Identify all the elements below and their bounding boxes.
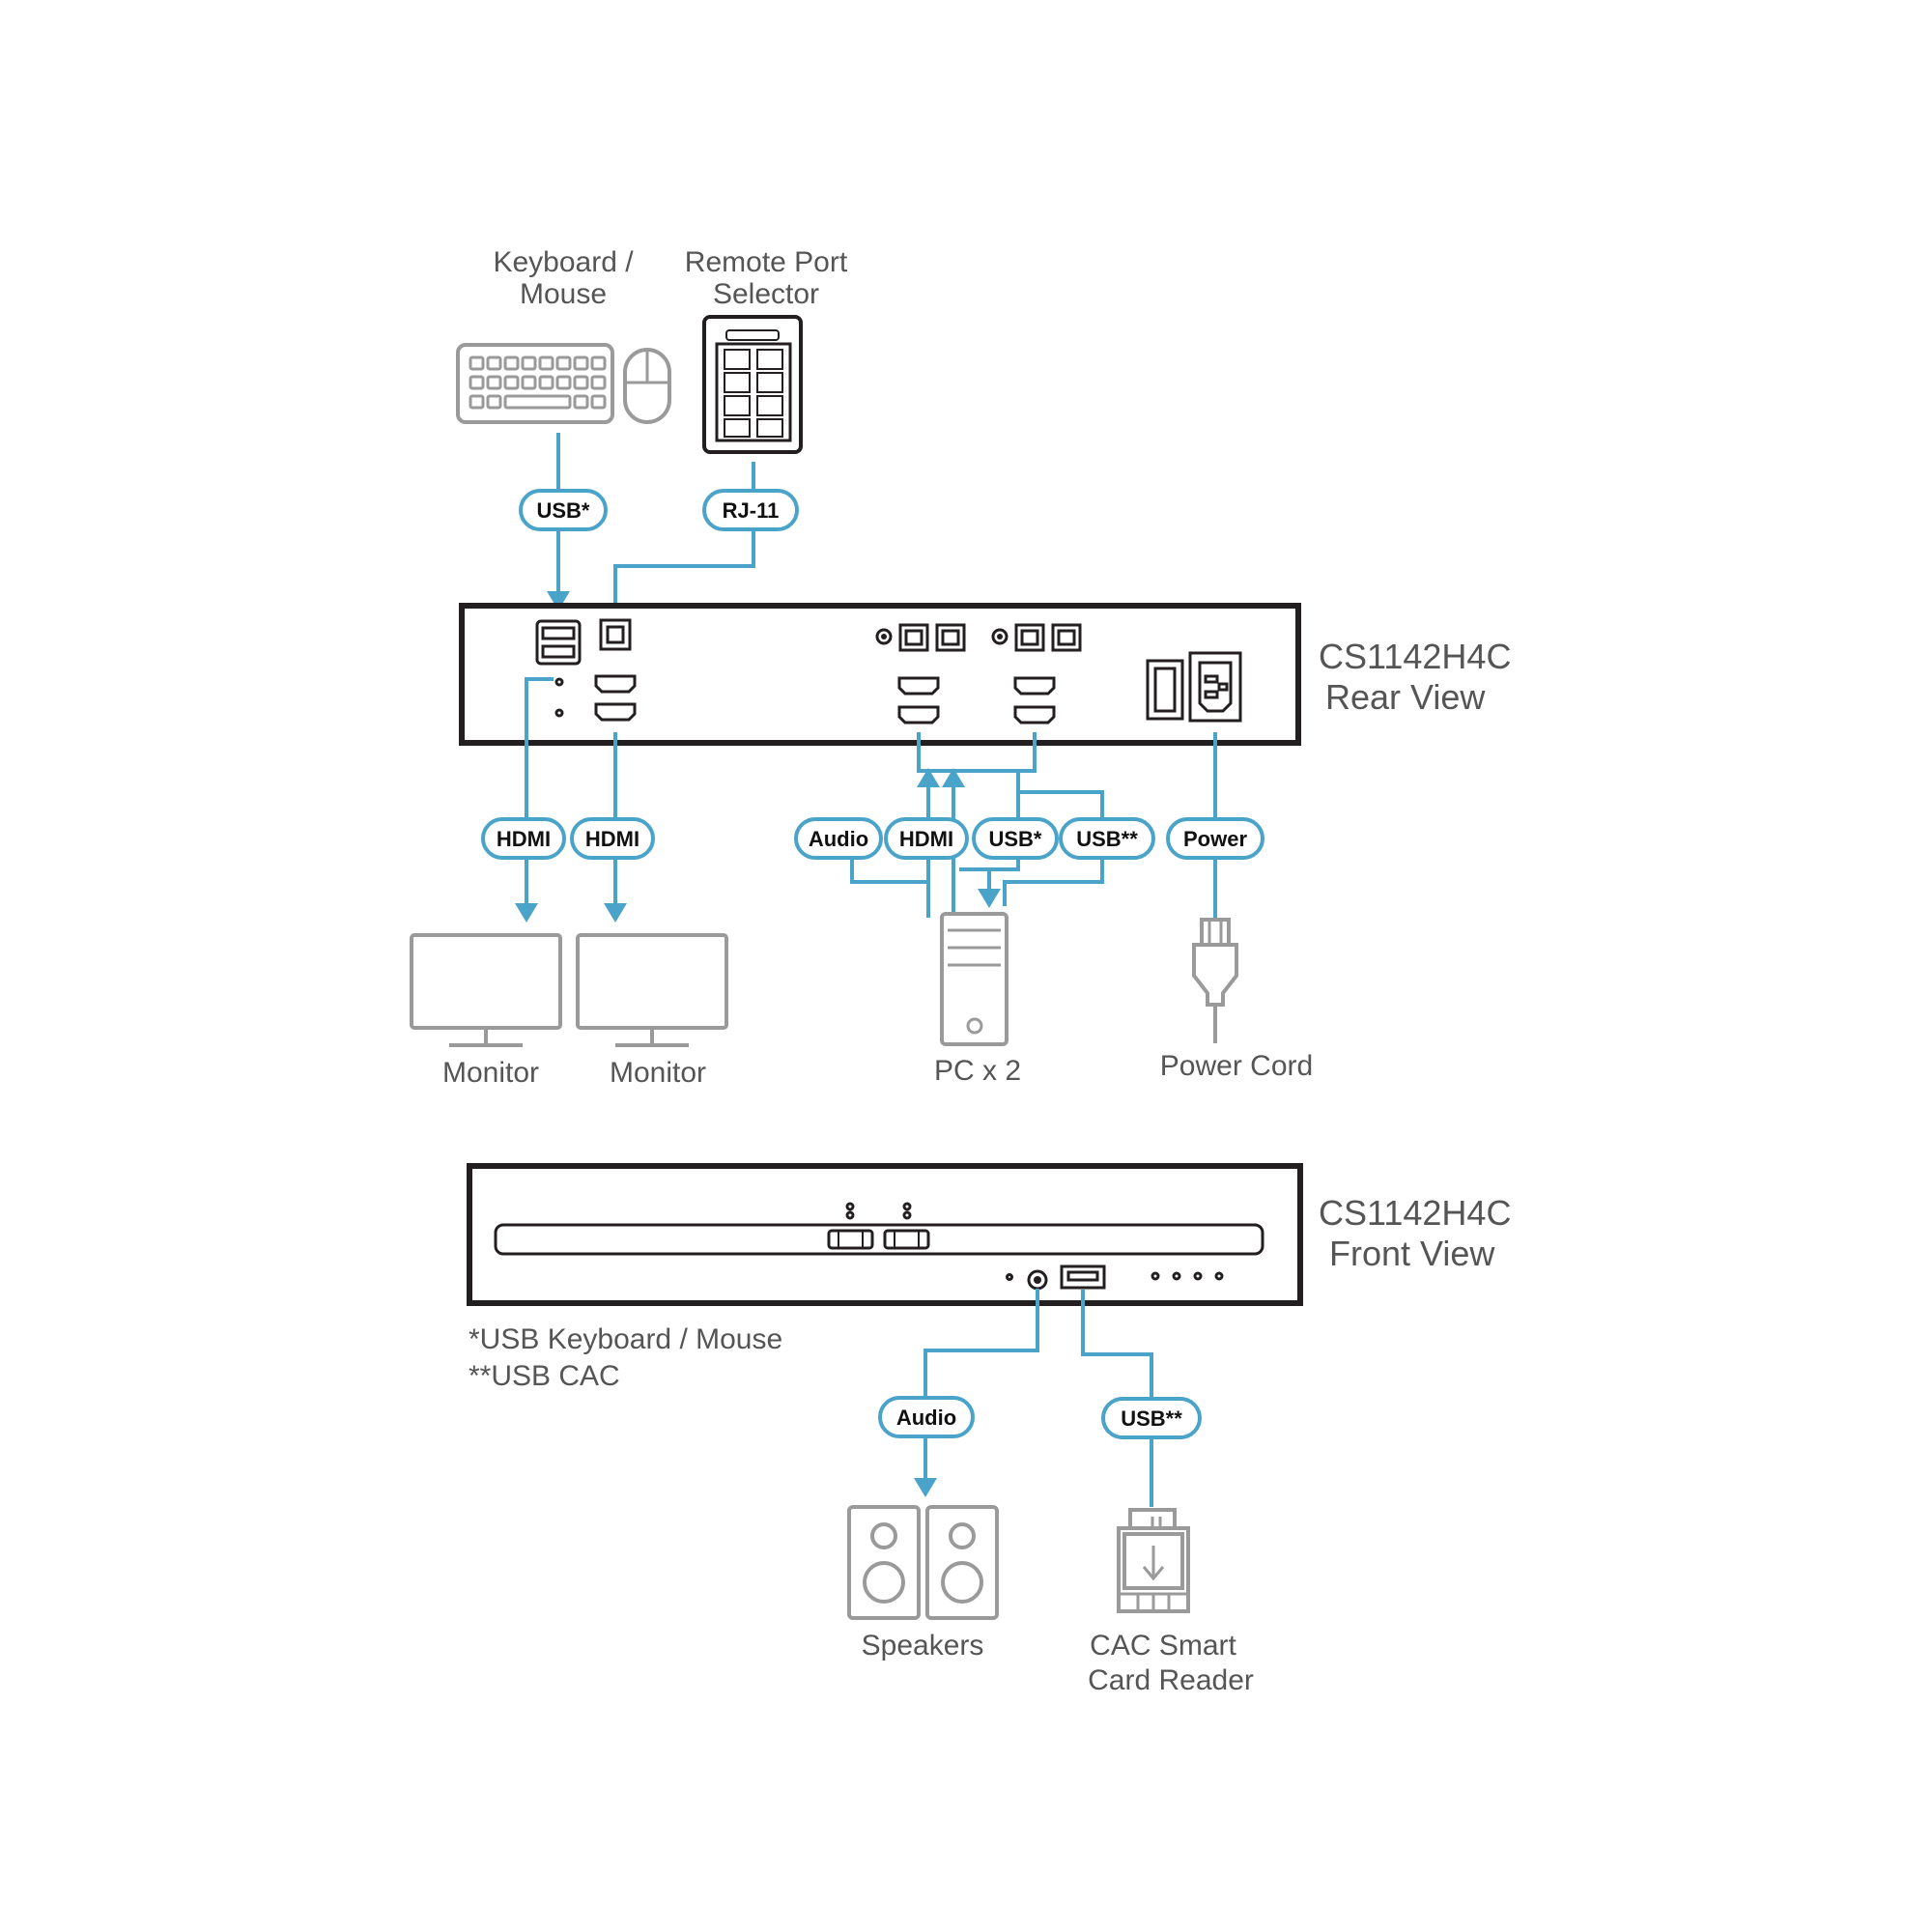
power-plug-icon: [1192, 918, 1238, 1043]
svg-text:RJ-11: RJ-11: [723, 498, 780, 523]
svg-text:Audio: Audio: [896, 1406, 956, 1430]
power-cord-label: Power Cord: [1160, 1050, 1313, 1082]
port-select-button-1: [827, 1229, 874, 1250]
mouse-icon: [623, 348, 671, 424]
front-view-label: Front View: [1329, 1234, 1495, 1273]
footnote-usb-cac: **USB CAC: [469, 1360, 620, 1392]
cable-usb-keyboard: USB*: [519, 489, 608, 531]
svg-text:USB**: USB**: [1121, 1406, 1182, 1431]
port-select-button-2: [883, 1229, 930, 1250]
cable-front-usb-cac: USB**: [1101, 1397, 1202, 1439]
svg-text:HDMI: HDMI: [585, 827, 639, 851]
front-usb-port: [1060, 1264, 1106, 1290]
front-unit: [467, 1163, 1303, 1306]
power-socket: [1188, 651, 1242, 723]
cable-rj11: RJ-11: [702, 489, 799, 531]
svg-text:USB*: USB*: [988, 827, 1041, 851]
power-switch: [1146, 659, 1184, 721]
svg-text:HDMI: HDMI: [497, 827, 551, 851]
keyboard-icon: [456, 343, 614, 424]
monitor-1-icon: [410, 933, 562, 1047]
cac-reader-label-line2: Card Reader: [1088, 1664, 1254, 1696]
cac-reader-label-line1: CAC Smart: [1090, 1630, 1236, 1662]
pc-tower-icon: [940, 912, 1009, 1046]
svg-text:Power: Power: [1183, 827, 1247, 851]
remote-port-selector-icon: [702, 315, 803, 454]
monitor-1-label: Monitor: [442, 1057, 539, 1089]
svg-text:USB*: USB*: [536, 498, 589, 523]
pc-label: PC x 2: [934, 1055, 1021, 1087]
keyboard-mouse-label-line2: Mouse: [520, 278, 607, 310]
svg-text:HDMI: HDMI: [899, 827, 953, 851]
speakers-label: Speakers: [862, 1630, 984, 1662]
cable-power: Power: [1166, 817, 1264, 860]
remote-port-selector-label-line1: Remote Port: [685, 246, 848, 278]
keyboard-mouse-label-line1: Keyboard /: [493, 246, 634, 278]
footnote-usb-keyboard-mouse: *USB Keyboard / Mouse: [469, 1323, 782, 1355]
front-audio-jack: [1027, 1269, 1048, 1291]
speakers-icon: [847, 1505, 999, 1620]
hdmi-console-port-1: [594, 674, 637, 694]
monitor-2-icon: [576, 933, 728, 1047]
rear-view-label: Rear View: [1325, 677, 1486, 717]
cable-front-audio: Audio: [878, 1396, 975, 1438]
cable-pc-hdmi: HDMI: [884, 817, 969, 860]
svg-text:USB**: USB**: [1076, 827, 1138, 851]
cac-smart-card-reader-icon: [1117, 1508, 1190, 1613]
rj11-port: [599, 618, 632, 651]
cable-hdmi-monitor-1: HDMI: [481, 817, 566, 860]
rear-unit: [459, 603, 1301, 746]
rear-model-label: CS1142H4C: [1319, 637, 1511, 676]
cable-hdmi-monitor-2: HDMI: [570, 817, 655, 860]
cable-pc-usb-cac: USB**: [1059, 817, 1155, 860]
cable-pc-usb: USB*: [972, 817, 1059, 860]
usb-port-pair: [535, 619, 582, 666]
cable-pc-audio: Audio: [794, 817, 883, 860]
front-model-label: CS1142H4C: [1319, 1193, 1511, 1233]
hdmi-console-port-2: [594, 702, 637, 722]
monitor-2-label: Monitor: [610, 1057, 706, 1089]
svg-text:Audio: Audio: [809, 827, 868, 851]
remote-port-selector-label-line2: Selector: [713, 278, 819, 310]
